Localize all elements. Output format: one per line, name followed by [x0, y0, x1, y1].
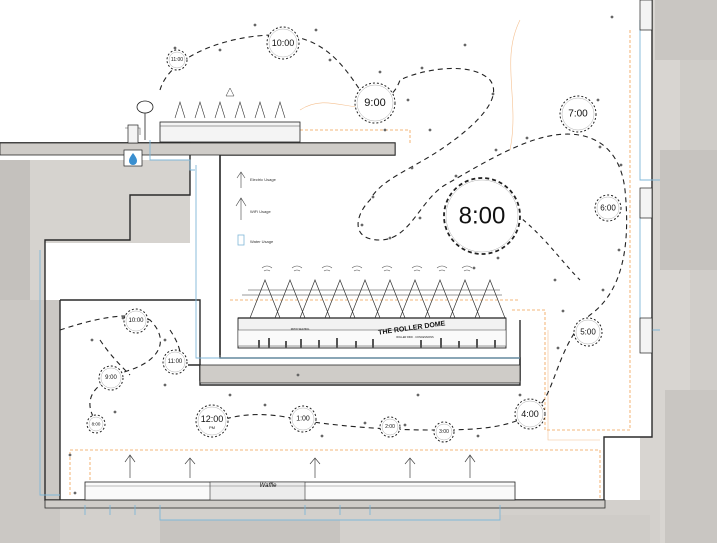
- legend-water-icon: [237, 234, 245, 246]
- clock-label: 8:00: [92, 422, 101, 427]
- clock-inner-ring: [561, 97, 595, 131]
- clock-inner-ring: [88, 416, 104, 432]
- clock-200: 2:00: [379, 416, 401, 438]
- clock-label: 8:00: [459, 203, 506, 230]
- clock-label: 5:00: [580, 328, 596, 337]
- clock-inner-ring: [164, 351, 186, 373]
- legend-wifi-label: WiFi Usage: [250, 209, 271, 214]
- clock-label: 6:00: [600, 204, 616, 213]
- people-markers: [68, 15, 623, 495]
- clock-inner-ring: [291, 407, 315, 431]
- clock-label: 1:00: [296, 416, 310, 423]
- clock-inner-ring: [268, 28, 298, 58]
- clock-700: 7:00: [559, 95, 597, 133]
- legend-electric-label: Electric Usage: [250, 177, 277, 182]
- clock-500: 5:00: [573, 317, 603, 347]
- clock-label: 10:00: [272, 38, 295, 48]
- clock-inner-ring: [596, 196, 620, 220]
- clock-inner-ring: [125, 310, 147, 332]
- roof-strips: [0, 142, 606, 509]
- dome-small-right: ROLLER RINK · CONCESSIONS: [396, 336, 434, 339]
- clock-ring: [354, 82, 396, 124]
- clock-label: 4:00: [521, 409, 539, 419]
- clock-ring: [266, 26, 300, 60]
- clock-label: 12:00: [201, 414, 224, 424]
- dome-wifi-marks: [261, 265, 473, 272]
- waffle-building: [84, 481, 516, 501]
- clock-ring: [86, 414, 106, 434]
- dome-small-left: PATIO SEATING: [291, 328, 310, 331]
- clock-1000-top: 10:00: [266, 26, 300, 60]
- clock-1100-top: 11:00: [166, 49, 188, 71]
- clock-inner-ring: [445, 179, 519, 253]
- clock-inner-ring: [100, 367, 122, 389]
- clock-label: 11:00: [171, 57, 183, 63]
- clock-ring: [98, 365, 124, 391]
- clock-ring: [514, 398, 546, 430]
- clock-label: 2:00: [385, 424, 395, 430]
- clock-ring: [559, 95, 597, 133]
- legend-electric-icon: [236, 171, 246, 188]
- clock-inner-ring: [381, 418, 399, 436]
- clock-ring: [289, 405, 317, 433]
- clock-inner-ring: [435, 423, 453, 441]
- clock-900-low: 9:00: [98, 365, 124, 391]
- clock-ring: [594, 194, 622, 222]
- clock-label: 9:00: [105, 375, 117, 381]
- clock-label: 3:00: [439, 429, 449, 435]
- clock-1100-low: 11:00: [162, 349, 188, 375]
- clock-600: 6:00: [594, 194, 622, 222]
- clock-100: 1:00: [289, 405, 317, 433]
- clock-ring: [162, 349, 188, 375]
- clock-ring: [573, 317, 603, 347]
- clock-inner-ring: [197, 406, 227, 436]
- clock-markers: 10:00 11:00 9:00 8:00 7:00 6:00 5:00 4:00 3:00 2:…: [86, 26, 622, 443]
- waffle-poles: [124, 454, 476, 478]
- clock-inner-ring: [168, 51, 186, 69]
- clock-label: 11:00: [168, 359, 183, 365]
- dome-people-row: [258, 338, 496, 348]
- water-lines: [39, 20, 660, 521]
- clock-ring: [195, 404, 229, 438]
- legend-wifi-icon: [235, 197, 247, 220]
- clock-sublabel: PM: [209, 425, 216, 430]
- clock-inner-ring: [575, 319, 601, 345]
- clock-label: 7:00: [568, 109, 588, 120]
- dome-roof-trusses: [242, 279, 506, 319]
- clock-ring: [379, 416, 401, 438]
- clock-900-top: 9:00: [354, 82, 396, 124]
- clock-1000-low: 10:00: [123, 308, 149, 334]
- clock-300: 3:00: [433, 421, 455, 443]
- clock-ring: [443, 177, 521, 255]
- clock-ring: [123, 308, 149, 334]
- clock-inner-ring: [516, 400, 544, 428]
- legend-water-label: Water Usage: [250, 239, 274, 244]
- clock-label: 9:00: [364, 97, 385, 109]
- clock-800-main: 8:00: [443, 177, 521, 255]
- clock-400: 4:00: [514, 398, 546, 430]
- top-pavilion: [159, 87, 301, 143]
- clock-label: 10:00: [128, 318, 144, 324]
- clock-800-low: 8:00: [86, 414, 106, 434]
- clock-ring: [166, 49, 188, 71]
- waffle-sign: Waffle: [260, 483, 278, 489]
- water-drop-icon: [123, 149, 143, 167]
- clock-ring: [433, 421, 455, 443]
- clock-inner-ring: [356, 84, 394, 122]
- right-side-structures: [127, 0, 653, 354]
